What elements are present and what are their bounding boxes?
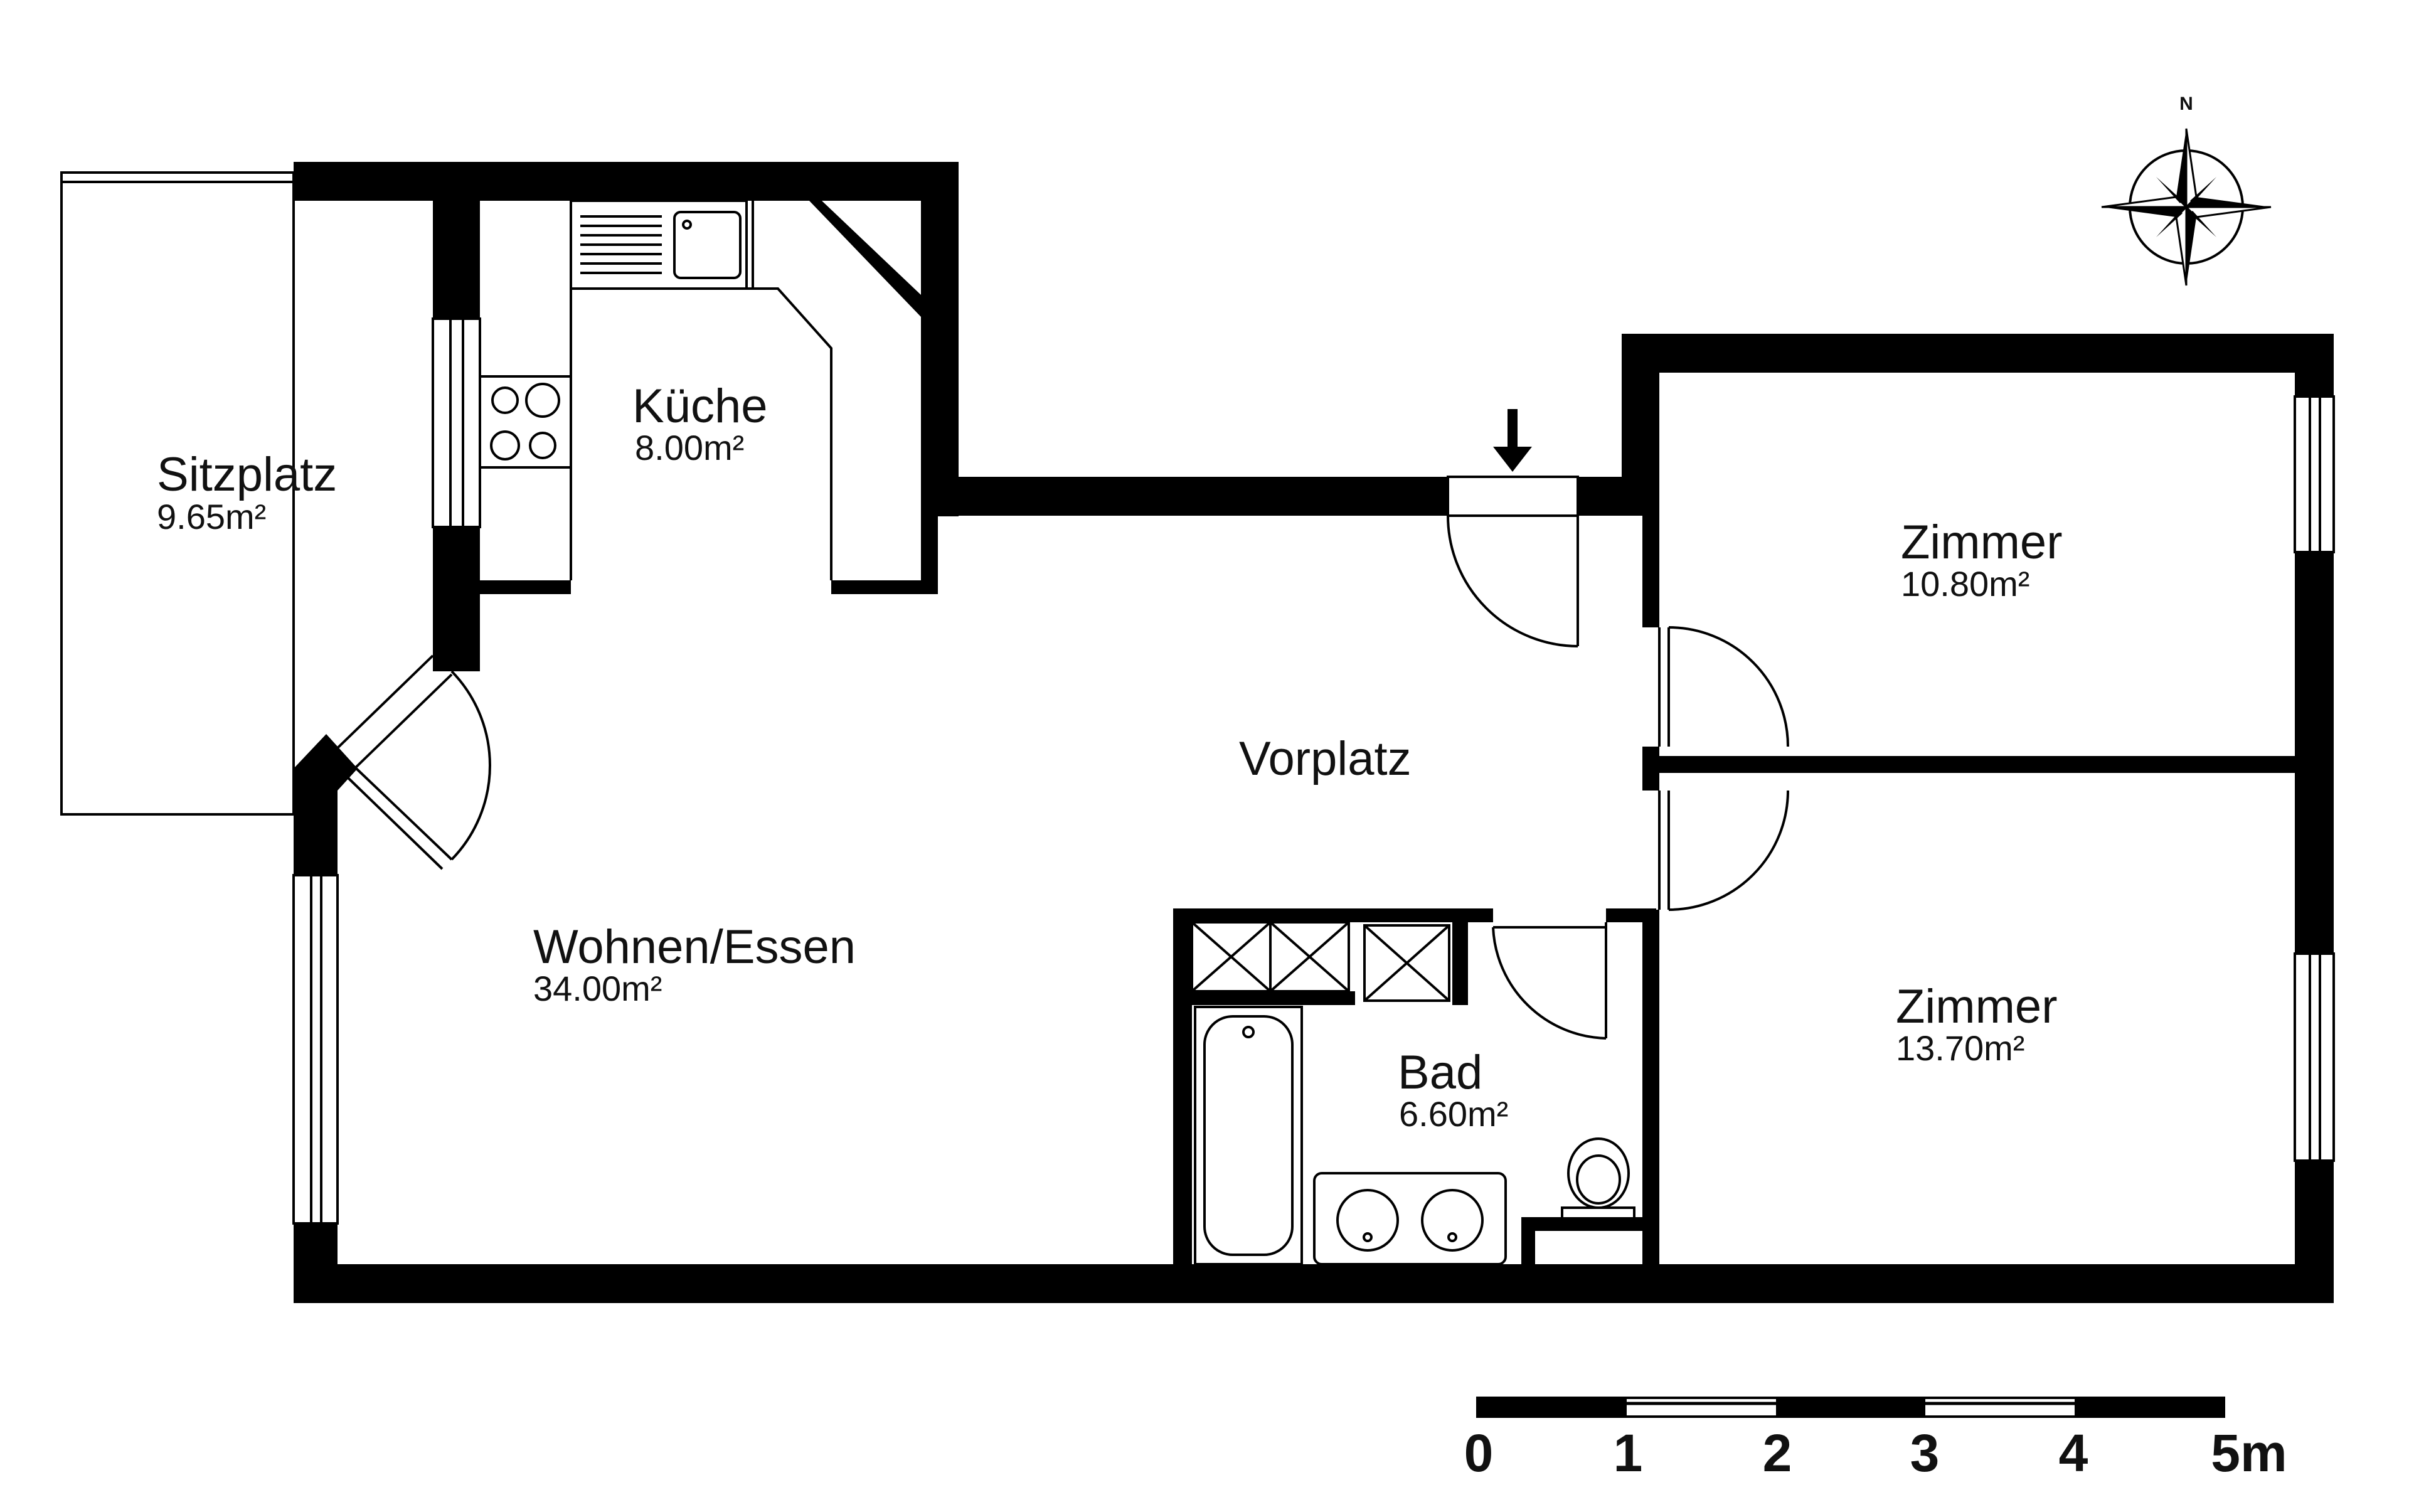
scale-label-2: 2 — [1763, 1424, 1792, 1483]
room-name-zimmer-1: Zimmer — [1901, 516, 2063, 569]
walls — [294, 162, 2334, 1303]
scale-label-3: 3 — [1910, 1424, 1940, 1483]
room-name-kueche: Küche — [632, 380, 768, 433]
room-area-zimmer-2: 13.70m² — [1896, 1028, 2024, 1068]
stove-icon — [479, 375, 572, 469]
bedroom2-door — [1658, 790, 1789, 911]
cabinet-icon — [1191, 921, 1450, 1002]
scale-bar — [1476, 1397, 2225, 1418]
scale-label-1: 1 — [1614, 1424, 1643, 1483]
scale-label-5m: 5m — [2211, 1424, 2287, 1483]
room-name-wohnen: Wohnen/Essen — [533, 920, 856, 974]
washbasin-icon — [1313, 1172, 1507, 1265]
scale-label-4: 4 — [2059, 1424, 2088, 1483]
north-label: N — [2179, 93, 2193, 114]
entrance-door — [1447, 515, 1579, 647]
entrance-arrow-icon — [1493, 409, 1532, 472]
room-area-kueche: 8.00m² — [635, 428, 744, 467]
room-name-vorplatz: Vorplatz — [1239, 732, 1412, 785]
room-name-zimmer-2: Zimmer — [1896, 980, 2058, 1033]
room-area-wohnen: 34.00m² — [533, 969, 662, 1008]
room-name-sitzplatz: Sitzplatz — [157, 448, 337, 501]
bedroom1-door — [1658, 626, 1789, 747]
room-area-sitzplatz: 9.65m² — [157, 497, 266, 536]
toilet-icon — [1561, 1137, 1635, 1220]
bathroom-door — [1492, 922, 1607, 1040]
terrace-outline — [60, 171, 295, 816]
scale-label-0: 0 — [1464, 1424, 1494, 1483]
bathtub-icon — [1194, 1006, 1303, 1265]
doors — [331, 515, 1789, 1040]
room-area-zimmer-1: 10.80m² — [1901, 564, 2029, 604]
bathroom-fixtures — [1191, 921, 1635, 1265]
room-area-bad: 6.60m² — [1399, 1094, 1508, 1134]
north-arrow-icon — [2101, 128, 2272, 286]
sink-icon — [580, 211, 742, 279]
kitchen-counter — [479, 200, 921, 580]
room-name-bad: Bad — [1398, 1046, 1482, 1099]
terrace-door — [331, 654, 491, 870]
